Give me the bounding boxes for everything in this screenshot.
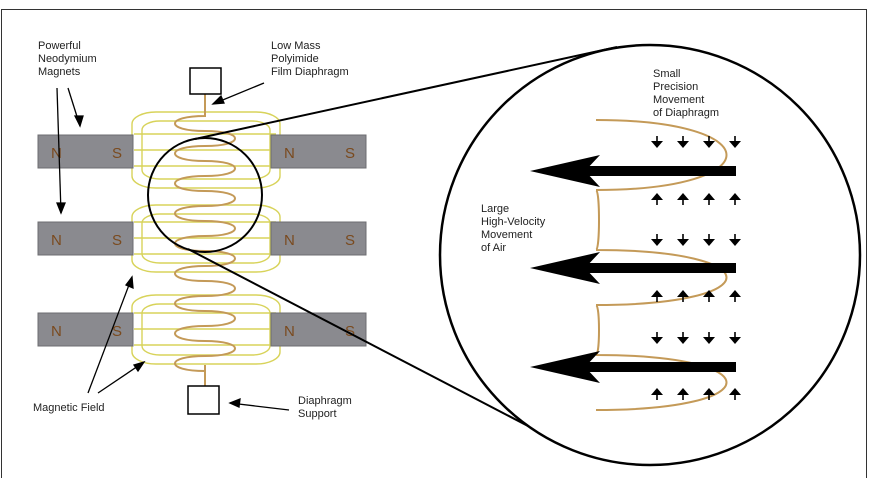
up-arrow-1-0-head <box>651 290 663 297</box>
label-large-line3: Movement <box>481 229 532 241</box>
label-small-movement: Small Precision Movement of Diaphragm <box>653 68 719 119</box>
magnet-right-1 <box>270 221 367 256</box>
pole-south-right-0: S <box>345 145 355 162</box>
up-arrow-0-0-head <box>651 193 663 200</box>
label-large-line1: Large <box>481 203 509 215</box>
label-magnets-line3: Magnets <box>38 66 81 78</box>
down-arrow-2-1-head <box>677 337 689 344</box>
field-loop-inner-0 <box>141 120 271 180</box>
label-support: Diaphragm Support <box>298 395 355 420</box>
callout-arrows <box>56 82 290 411</box>
arrowhead-field-1 <box>124 275 134 290</box>
pole-south-right-1: S <box>345 232 355 249</box>
label-film-line1: Low Mass <box>271 40 321 52</box>
field-loop-inner-1 <box>141 213 271 264</box>
up-arrow-1-1-head <box>677 290 689 297</box>
label-film-line3: Film Diaphragm <box>271 66 349 78</box>
pole-north-right-2: N <box>284 323 295 340</box>
pole-south-left-2: S <box>112 323 122 340</box>
label-film-line2: Polyimide <box>271 53 319 65</box>
up-arrow-1-3-head <box>729 290 741 297</box>
down-arrow-2-3-head <box>729 337 741 344</box>
air-arrow-shaft-0 <box>580 166 736 176</box>
magnets-group: N S N S N S N S N S N S <box>37 134 367 347</box>
arrow-field-1 <box>87 276 133 394</box>
pole-south-right-2: S <box>345 323 355 340</box>
air-arrow-shaft-2 <box>580 362 736 372</box>
arrowhead-magnets-mid <box>56 202 66 215</box>
down-arrow-1-3-head <box>729 239 741 246</box>
label-small-line4: of Diaphragm <box>653 107 719 119</box>
label-small-line1: Small <box>653 68 681 80</box>
air-arrow-head-0 <box>530 155 600 187</box>
magnet-left-2 <box>37 312 134 347</box>
magnet-left-1 <box>37 221 134 256</box>
zoom-line-top <box>194 46 618 140</box>
up-arrow-1-2-head <box>703 290 715 297</box>
label-small-line2: Precision <box>653 81 698 93</box>
diaphragm-top-support <box>189 67 222 95</box>
pole-south-left-0: S <box>112 145 122 162</box>
label-large-movement: Large High-Velocity Movement of Air <box>481 203 548 254</box>
diaphragm-bottom-support <box>187 385 220 415</box>
pole-north-left-2: N <box>51 323 62 340</box>
down-arrow-1-2-head <box>703 239 715 246</box>
pole-north-right-1: N <box>284 232 295 249</box>
arrow-magnets-mid <box>56 87 62 214</box>
arrowhead-support <box>228 397 241 408</box>
pole-south-left-1: S <box>112 232 122 249</box>
zoom-circle <box>438 43 862 467</box>
up-arrow-0-3-head <box>729 193 741 200</box>
air-arrow-shaft-1 <box>580 263 736 273</box>
down-arrow-1-0-head <box>651 239 663 246</box>
up-arrow-0-1-head <box>677 193 689 200</box>
pole-north-right-0: N <box>284 145 295 162</box>
zoom-line-bottom <box>187 248 579 453</box>
pole-north-left-0: N <box>51 145 62 162</box>
magnet-left-0 <box>37 134 134 169</box>
label-film: Low Mass Polyimide Film Diaphragm <box>271 40 349 78</box>
down-arrow-1-1-head <box>677 239 689 246</box>
up-arrow-2-2-head <box>703 388 715 395</box>
down-arrow-2-0-head <box>651 337 663 344</box>
arrowhead-field-2 <box>132 360 146 373</box>
pole-north-left-1: N <box>51 232 62 249</box>
border-frame <box>1 9 867 478</box>
magnet-right-0 <box>270 134 367 169</box>
down-arrow-0-2-head <box>703 141 715 148</box>
arrowhead-film <box>211 94 225 105</box>
label-magnetic-field: Magnetic Field <box>33 402 105 414</box>
label-magnets-line1: Powerful <box>38 40 81 52</box>
label-support-line2: Support <box>298 408 337 420</box>
label-large-line4: of Air <box>481 242 506 254</box>
down-arrow-0-3-head <box>729 141 741 148</box>
diaphragm-film <box>174 112 236 375</box>
air-arrow-head-1 <box>530 252 600 284</box>
down-arrow-2-2-head <box>703 337 715 344</box>
diaphragm-movement-arrows <box>651 136 741 400</box>
magnet-right-2 <box>270 312 367 347</box>
label-support-line1: Diaphragm <box>298 395 352 407</box>
air-movement-arrows <box>530 155 736 383</box>
label-large-line2: High-Velocity <box>481 216 546 228</box>
down-arrow-0-0-head <box>651 141 663 148</box>
up-arrow-0-2-head <box>703 193 715 200</box>
label-small-line3: Movement <box>653 94 704 106</box>
arrowhead-magnets-top <box>73 115 84 128</box>
label-magnets-line2: Neodymium <box>38 53 97 65</box>
label-magnets: Powerful Neodymium Magnets <box>38 40 100 78</box>
up-arrow-2-1-head <box>677 388 689 395</box>
up-arrow-2-0-head <box>651 388 663 395</box>
up-arrow-2-3-head <box>729 388 741 395</box>
magnifier-circle <box>147 137 263 253</box>
down-arrow-0-1-head <box>677 141 689 148</box>
air-arrow-head-2 <box>530 351 600 383</box>
